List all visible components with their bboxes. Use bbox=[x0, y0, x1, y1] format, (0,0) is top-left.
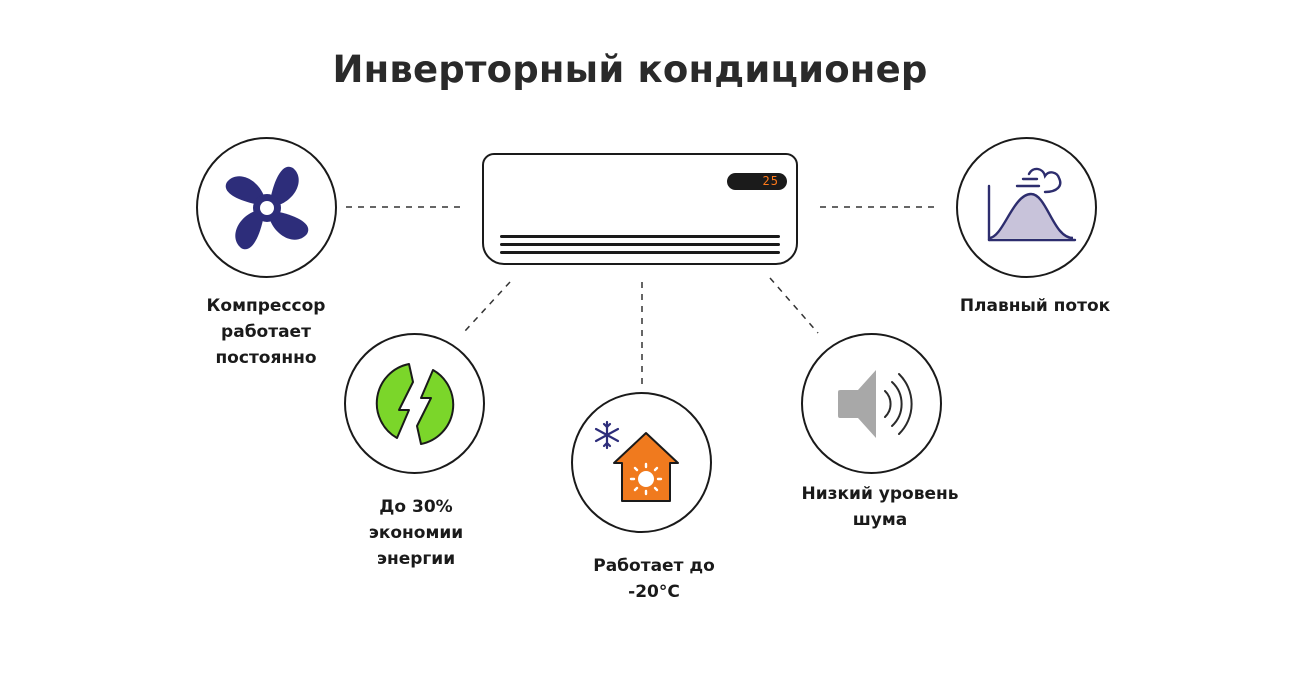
ac-vent-slat bbox=[500, 243, 780, 246]
air-conditioner-unit: 25 bbox=[482, 153, 798, 265]
noise-circle bbox=[801, 333, 942, 474]
ac-vent-slat bbox=[500, 235, 780, 238]
ac-display: 25 bbox=[727, 173, 787, 190]
ac-vent-slat bbox=[500, 251, 780, 254]
sound-waves-icon bbox=[883, 372, 913, 435]
label-airflow: Плавный поток bbox=[959, 296, 1111, 316]
ac-display-temperature: 25 bbox=[762, 174, 779, 188]
fan-icon bbox=[225, 166, 308, 249]
label-noise: Низкий уровень шума bbox=[801, 484, 959, 530]
snowflake-icon bbox=[594, 420, 619, 449]
airflow-circle bbox=[956, 137, 1097, 278]
label-compressor: Компрессор работает постоянно bbox=[206, 296, 326, 368]
connector-noise bbox=[769, 277, 819, 334]
label-temperature: Работает до -20°С bbox=[593, 556, 715, 602]
energy-circle bbox=[344, 333, 485, 474]
airflow-curve-icon bbox=[987, 167, 1076, 241]
connector-energy bbox=[464, 281, 511, 332]
page-title: Инверторный кондиционер bbox=[332, 48, 928, 91]
house-snow-sun-icon bbox=[594, 420, 679, 502]
sun-icon bbox=[629, 462, 662, 495]
label-energy: До 30% экономии энергии bbox=[368, 497, 464, 569]
lightning-icon bbox=[375, 362, 454, 445]
speaker-icon bbox=[837, 369, 913, 438]
temperature-circle bbox=[571, 392, 712, 533]
compressor-circle bbox=[196, 137, 337, 278]
